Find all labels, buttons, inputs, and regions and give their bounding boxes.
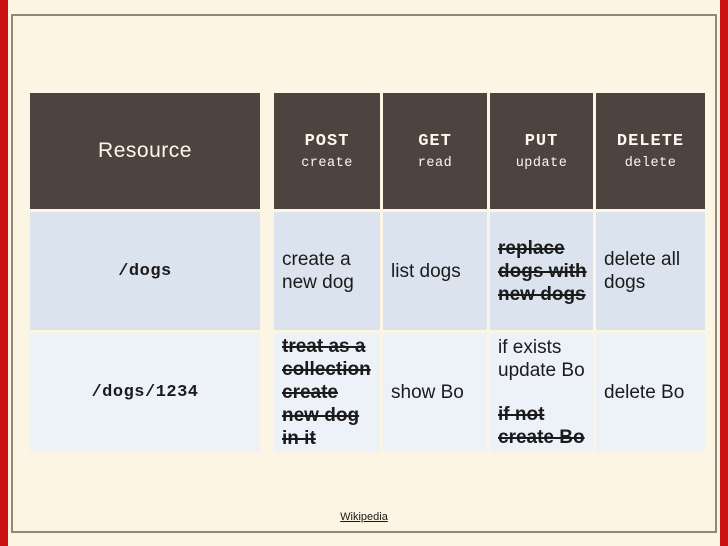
put-action-label: update [515, 155, 568, 171]
column-spacer [263, 93, 271, 209]
left-edge-bar [0, 0, 8, 546]
get-method-label: GET [418, 131, 452, 151]
get-action-label: read [417, 155, 453, 171]
resource-header-label: Resource [98, 139, 192, 162]
cell-dogs1234-get: show Bo [383, 333, 487, 452]
cell-dogs1234-post: treat as a collection create new dog in … [274, 333, 380, 452]
delete-method-label: DELETE [616, 131, 685, 151]
header-cell-delete: DELETE delete [596, 93, 705, 209]
rest-methods-table: Resource POST create GET read PUT update… [30, 93, 705, 452]
header-cell-get: GET read [383, 93, 487, 209]
cell-dogs-get: list dogs [383, 212, 487, 330]
cell-dogs-delete: delete all dogs [596, 212, 705, 330]
put-method-label: PUT [524, 131, 559, 151]
put-if-exists-text: if exists update Bo [498, 337, 585, 381]
post-method-label: POST [304, 131, 350, 151]
resource-cell-dogs: /dogs [30, 212, 260, 330]
cell-dogs1234-put: if exists update Bo if not create Bo [490, 333, 593, 452]
cell-dogs-put: replace dogs with new dogs [490, 212, 593, 330]
resource-cell-dogs-1234: /dogs/1234 [30, 333, 260, 452]
header-cell-resource: Resource [30, 93, 260, 209]
slide-frame [11, 14, 717, 533]
post-action-label: create [301, 155, 353, 171]
cell-dogs1234-delete: delete Bo [596, 333, 705, 452]
header-cell-put: PUT update [490, 93, 593, 209]
wikipedia-link[interactable]: Wikipedia [340, 511, 388, 523]
right-edge-bar [720, 0, 728, 546]
cell-dogs-post: create a new dog [274, 212, 380, 330]
column-spacer [263, 333, 271, 452]
delete-action-label: delete [624, 155, 677, 171]
header-cell-post: POST create [274, 93, 380, 209]
put-if-not-text: if not create Bo [498, 404, 585, 448]
column-spacer [263, 212, 271, 330]
